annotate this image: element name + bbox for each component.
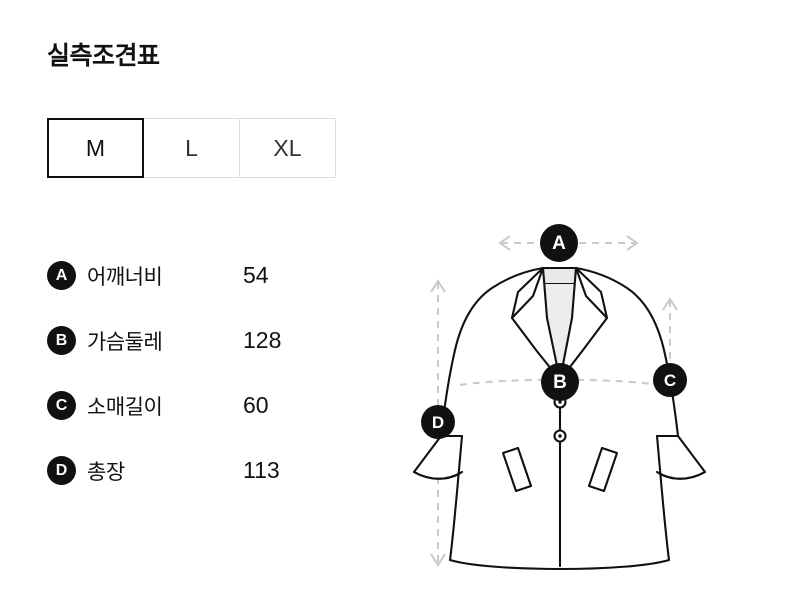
coat-cuff-right xyxy=(655,470,707,480)
diagram-badge-d: D xyxy=(421,405,455,439)
measurement-value-length: 113 xyxy=(243,457,280,483)
coat-collar-stand xyxy=(542,267,577,285)
coat-lapel-left xyxy=(510,266,562,382)
diagram-badge-a: A xyxy=(540,224,578,262)
badge-b-icon: B xyxy=(47,326,76,355)
measurement-label-sleeve: 소매길이 xyxy=(87,395,163,419)
badge-d-icon: D xyxy=(47,456,76,485)
size-tab-group: M L XL xyxy=(47,118,336,178)
garment-diagram: A B C D xyxy=(400,200,740,600)
measurement-value-sleeve: 60 xyxy=(243,392,269,418)
size-tab-xl[interactable]: XL xyxy=(239,118,336,178)
guide-arrow-d xyxy=(430,279,446,567)
measurement-row-chest: B 가슴둘레 128 xyxy=(47,308,337,373)
measurement-row-sleeve: C 소매길이 60 xyxy=(47,373,337,438)
measurement-row-length: D 총장 113 xyxy=(47,438,337,503)
measurement-value-shoulder: 54 xyxy=(243,262,269,288)
coat-pocket-right xyxy=(587,446,619,493)
guide-arrow-b xyxy=(459,378,659,386)
coat-body xyxy=(412,266,707,571)
measurement-label-chest: 가슴둘레 xyxy=(87,330,163,354)
coat-button-top-hole xyxy=(558,400,562,404)
measurement-label-length: 총장 xyxy=(87,460,125,484)
coat-lapel-right xyxy=(558,266,609,382)
coat-collar-fold-right xyxy=(574,266,609,320)
coat-cuff-left xyxy=(412,470,464,480)
measurement-value-chest: 128 xyxy=(243,327,282,353)
coat-button-bottom-hole xyxy=(558,434,562,438)
size-tab-l[interactable]: L xyxy=(143,118,240,178)
measurement-row-shoulder: A 어깨너비 54 xyxy=(47,243,337,308)
measurement-label-shoulder: 어깨너비 xyxy=(87,265,163,289)
diagram-badge-b: B xyxy=(541,363,579,401)
coat-collar-fold-left xyxy=(510,266,545,320)
coat-pocket-left xyxy=(501,446,533,493)
measurement-list: A 어깨너비 54 B 가슴둘레 128 C 소매길이 60 D 총장 113 xyxy=(47,243,337,503)
badge-a-icon: A xyxy=(47,261,76,290)
coat-illustration-svg xyxy=(412,235,707,571)
badge-c-icon: C xyxy=(47,391,76,420)
size-tab-m[interactable]: M xyxy=(47,118,144,178)
diagram-badge-c: C xyxy=(653,363,687,397)
page-title: 실측조견표 xyxy=(47,42,160,70)
